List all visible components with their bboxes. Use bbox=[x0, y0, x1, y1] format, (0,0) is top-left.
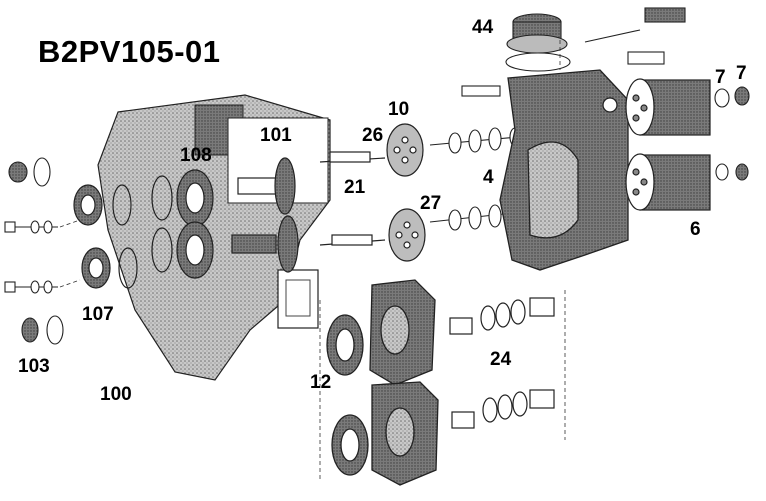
gear-44 bbox=[505, 13, 571, 72]
part-label-7b: 7 bbox=[736, 63, 747, 84]
part-label-101: 101 bbox=[260, 125, 292, 146]
part-label-103: 103 bbox=[18, 356, 50, 377]
part-label-107: 107 bbox=[82, 304, 114, 325]
part-label-44: 44 bbox=[472, 17, 494, 38]
part-label-108: 108 bbox=[180, 145, 212, 166]
part-label-21: 21 bbox=[344, 177, 366, 198]
part-label-24: 24 bbox=[490, 349, 512, 370]
seal-rings-24 bbox=[449, 297, 555, 429]
drive-shafts-101 bbox=[231, 157, 299, 273]
left-bolts bbox=[4, 157, 64, 345]
part-label-12: 12 bbox=[310, 372, 332, 393]
part-label-6: 6 bbox=[690, 219, 701, 240]
part-label-10: 10 bbox=[388, 99, 410, 120]
part-label-7a: 7 bbox=[715, 67, 726, 88]
flange-plate bbox=[97, 94, 331, 381]
cylinder-blocks-6 bbox=[625, 78, 711, 211]
valve-plates bbox=[319, 123, 426, 262]
bearings-107 bbox=[73, 184, 138, 289]
assembly-lines bbox=[59, 40, 566, 480]
bearings-108 bbox=[151, 169, 214, 279]
part-label-4: 4 bbox=[483, 167, 494, 188]
part-label-27: 27 bbox=[420, 193, 442, 214]
diagram-title: B2PV105-01 bbox=[38, 34, 221, 69]
part-label-26: 26 bbox=[362, 125, 384, 146]
nuts-7 bbox=[714, 86, 750, 181]
end-covers-12 bbox=[326, 279, 439, 486]
top-fittings bbox=[461, 7, 686, 97]
pump-housing bbox=[499, 69, 629, 271]
part-label-100: 100 bbox=[100, 384, 132, 405]
